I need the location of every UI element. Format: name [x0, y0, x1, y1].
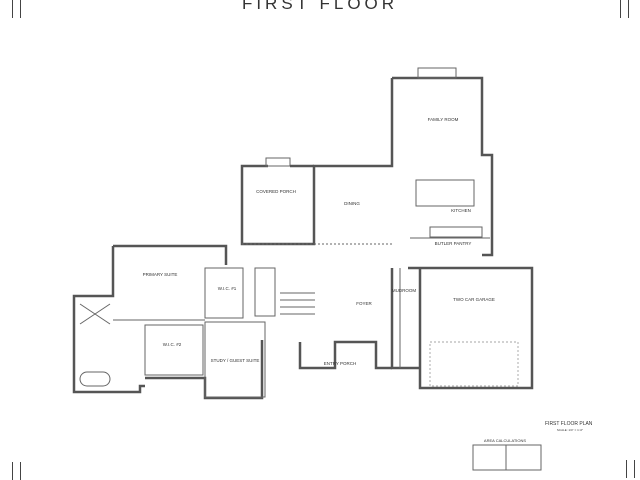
- crop-mark: [620, 0, 621, 18]
- room-label-wic1: W.I.C. #1: [218, 286, 237, 291]
- room-label-butler-pantry: BUTLER PANTRY: [435, 241, 472, 246]
- room-label-kitchen: KITCHEN: [451, 208, 471, 213]
- room-label-primary-suite: PRIMARY SUITE: [143, 272, 178, 277]
- crop-mark: [626, 460, 627, 478]
- crop-mark: [628, 0, 629, 18]
- crop-mark: [12, 0, 13, 18]
- room-label-study: STUDY / GUEST SUITE: [211, 358, 260, 363]
- room-label-mudroom: MUDROOM: [392, 288, 416, 293]
- room-label-covered-porch: COVERED PORCH: [256, 189, 296, 194]
- exterior-walls: [72, 67, 534, 400]
- room-label-dining: DINING: [344, 201, 360, 206]
- room-label-foyer: FOYER: [356, 301, 372, 306]
- page-title: FIRST FLOOR: [241, 0, 399, 13]
- room-label-family-room: FAMILY ROOM: [428, 117, 459, 122]
- area-table: [472, 444, 542, 471]
- crop-mark: [20, 0, 21, 18]
- interior-walls: [79, 179, 519, 398]
- room-label-wic2: W.I.C. #2: [163, 342, 182, 347]
- room-label-garage: TWO CAR GARAGE: [453, 297, 495, 302]
- crop-mark: [634, 460, 635, 478]
- plan-title: FIRST FLOOR PLAN: [545, 421, 593, 427]
- room-label-entry-porch: ENTRY PORCH: [324, 361, 357, 366]
- area-calculations-title: AREA CALCULATIONS: [484, 438, 526, 443]
- plan-scale: SCALE: 1/4" = 1'-0": [557, 428, 583, 432]
- crop-mark: [12, 462, 13, 480]
- crop-mark: [20, 462, 21, 480]
